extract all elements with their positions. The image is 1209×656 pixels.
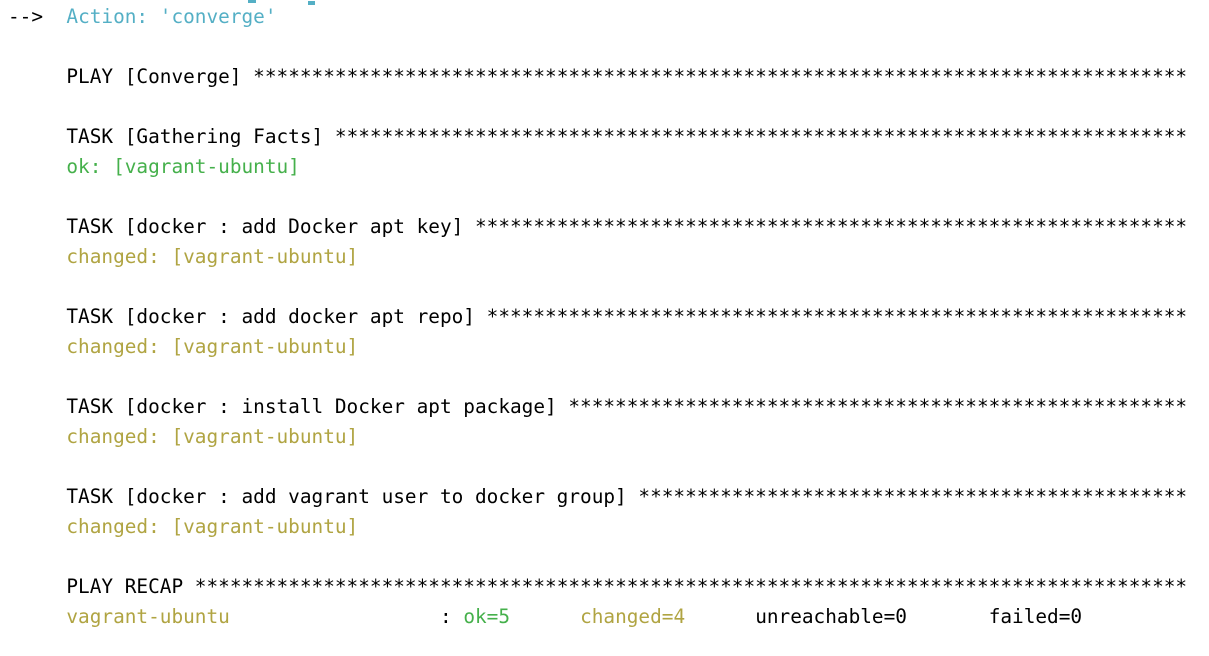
spacer (685, 605, 755, 628)
terminal-line: changed: [vagrant-ubuntu] (8, 332, 1209, 362)
terminal-line: PLAY RECAP *****************************… (8, 572, 1209, 602)
indent (8, 515, 66, 538)
play-banner: PLAY [Converge] (8, 65, 254, 88)
terminal-line (8, 92, 1209, 122)
action-label: Action: 'converge' (66, 5, 277, 28)
banner-stars: ****************************************… (474, 215, 1188, 238)
terminal-line (8, 32, 1209, 62)
task-status-changed: changed: [vagrant-ubuntu] (66, 245, 359, 268)
indent (8, 425, 66, 448)
terminal-line: TASK [Gathering Facts] *****************… (8, 122, 1209, 152)
task-status-changed: changed: [vagrant-ubuntu] (66, 425, 359, 448)
terminal-line: TASK [docker : install Docker apt packag… (8, 392, 1209, 422)
clipped-previous-line-fragment (308, 1, 315, 5)
terminal-line (8, 452, 1209, 482)
terminal-line: TASK [docker : add Docker apt key] *****… (8, 212, 1209, 242)
spacer (43, 5, 66, 28)
spacer (510, 605, 580, 628)
terminal-line: --> Action: 'converge' (8, 2, 1209, 32)
terminal-line (8, 542, 1209, 572)
recap-changed-count: changed=4 (580, 605, 686, 628)
terminal-line: changed: [vagrant-ubuntu] (8, 422, 1209, 452)
banner-stars: ****************************************… (334, 125, 1188, 148)
terminal-line: TASK [docker : add docker apt repo] ****… (8, 302, 1209, 332)
terminal-line (8, 182, 1209, 212)
task-status-ok: ok: [vagrant-ubuntu] (66, 155, 300, 178)
banner-stars: ****************************************… (486, 305, 1188, 328)
indent (8, 605, 66, 628)
task-status-changed: changed: [vagrant-ubuntu] (66, 335, 359, 358)
recap-banner: PLAY RECAP (8, 575, 195, 598)
banner-stars: ****************************************… (194, 575, 1188, 598)
indent (8, 155, 66, 178)
terminal-line (8, 272, 1209, 302)
task-status-changed: changed: [vagrant-ubuntu] (66, 515, 359, 538)
terminal-line (8, 362, 1209, 392)
banner-stars: ****************************************… (638, 485, 1188, 508)
terminal-line: vagrant-ubuntu : ok=5 changed=4 unreacha… (8, 602, 1209, 632)
terminal-line: changed: [vagrant-ubuntu] (8, 512, 1209, 542)
banner-stars: ****************************************… (253, 65, 1188, 88)
task-banner: TASK [Gathering Facts] (8, 125, 335, 148)
recap-ok-count: ok=5 (463, 605, 511, 628)
task-banner: TASK [docker : add docker apt repo] (8, 305, 487, 328)
terminal-line: TASK [docker : add vagrant user to docke… (8, 482, 1209, 512)
recap-unreachable-count: unreachable=0 (755, 605, 907, 628)
clipped-previous-line-fragment (248, 0, 256, 3)
recap-host: vagrant-ubuntu (66, 605, 230, 628)
indent (8, 245, 66, 268)
task-banner: TASK [docker : add vagrant user to docke… (8, 485, 639, 508)
indent (8, 335, 66, 358)
kitchen-arrow: --> (8, 5, 44, 28)
spacer (907, 605, 989, 628)
recap-separator: : (229, 605, 464, 628)
terminal-line: ok: [vagrant-ubuntu] (8, 152, 1209, 182)
recap-failed-count: failed=0 (988, 605, 1083, 628)
task-banner: TASK [docker : install Docker apt packag… (8, 395, 569, 418)
terminal-line: changed: [vagrant-ubuntu] (8, 242, 1209, 272)
terminal-line: PLAY [Converge] ************************… (8, 62, 1209, 92)
task-banner: TASK [docker : add Docker apt key] (8, 215, 475, 238)
banner-stars: ****************************************… (568, 395, 1188, 418)
